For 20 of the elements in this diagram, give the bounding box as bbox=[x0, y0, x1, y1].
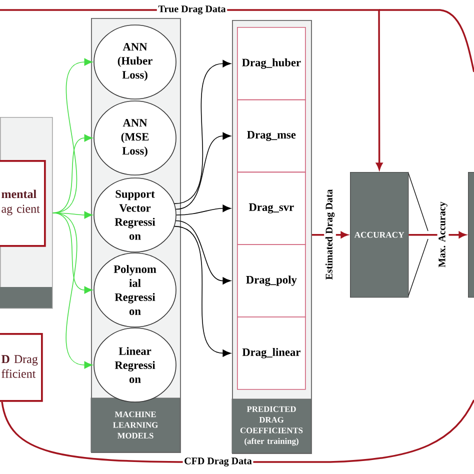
result-box bbox=[468, 172, 474, 298]
arrow bbox=[176, 132, 231, 210]
coefficient-cell: Drag_linear bbox=[237, 316, 306, 390]
text-box: D Drag fficient bbox=[0, 333, 43, 402]
edge-label: Max. Accuracy bbox=[437, 200, 449, 269]
arrow bbox=[312, 232, 348, 238]
edge-label: Estimated Drag Data bbox=[324, 188, 336, 282]
arrow bbox=[174, 60, 231, 204]
text-box: mental ag cient bbox=[0, 160, 46, 247]
coefficient-cell: Drag_mse bbox=[237, 99, 306, 173]
coefficient-cell: Drag_poly bbox=[237, 244, 306, 318]
edge-label: CFD Drag Data bbox=[182, 456, 254, 468]
arrow bbox=[176, 220, 231, 284]
result-box: ACCURACY bbox=[350, 172, 409, 298]
arrow bbox=[176, 204, 231, 216]
coefficient-cell: Drag_svr bbox=[237, 172, 306, 245]
arrow bbox=[174, 226, 231, 357]
arrow bbox=[52, 212, 93, 369]
coefficient-cell: Drag_huber bbox=[237, 27, 306, 100]
edge-label: True Drag Data bbox=[156, 4, 228, 16]
